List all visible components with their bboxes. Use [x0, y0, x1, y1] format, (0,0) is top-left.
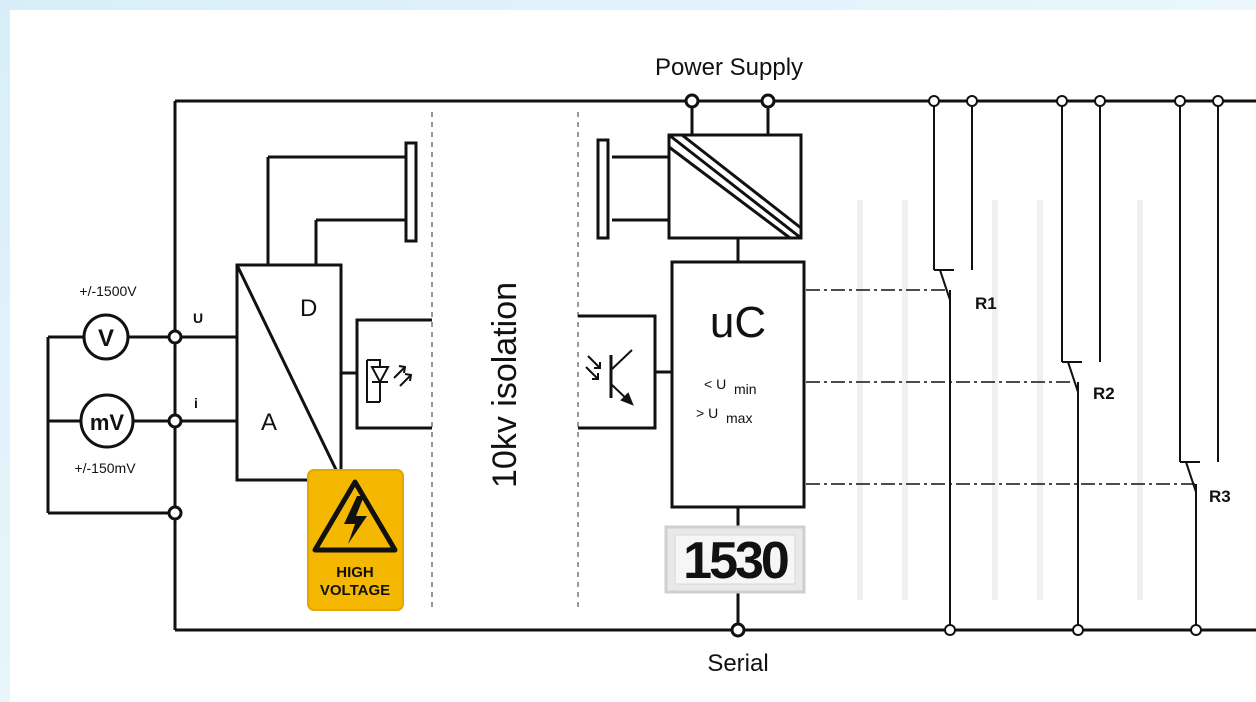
ad-converter: [235, 141, 418, 482]
adc-d-label: D: [300, 295, 317, 322]
display-value: 1530: [683, 532, 788, 590]
isolation-barrier: [431, 112, 579, 612]
phototransistor-icon: [578, 314, 672, 430]
power-supply-terminals: [684, 93, 776, 135]
umin-prefix: < U: [704, 376, 726, 392]
lightning-bolt-triangle-icon: HIGH VOLTAGE: [307, 469, 404, 611]
millivolt-range-label: +/-150mV: [74, 460, 136, 476]
adc-a-label: A: [261, 409, 277, 436]
umax-subscript: max: [726, 410, 752, 426]
background-grid: [857, 200, 1143, 600]
serial-label: Serial: [707, 650, 768, 677]
millivoltmeter-icon: mV: [79, 393, 135, 449]
microcontroller-block: [670, 260, 806, 527]
input-u-label: U: [193, 310, 203, 326]
input-terminals: [167, 329, 183, 521]
microcontroller-label: uC: [710, 298, 766, 347]
warning-line1: HIGH: [336, 564, 374, 581]
warning-line2: VOLTAGE: [320, 582, 390, 599]
input-wiring: [46, 335, 237, 515]
lcd-display: 1530: [664, 525, 806, 594]
input-i-label: i: [194, 395, 198, 411]
svg-text:mV: mV: [90, 410, 125, 435]
led-emitter-icon: [341, 318, 432, 430]
svg-text:V: V: [98, 325, 114, 352]
relay-r2: [1056, 95, 1106, 636]
frame-left-border: [0, 0, 10, 702]
voltmeter-icon: V: [82, 313, 130, 361]
umin-subscript: min: [734, 381, 757, 397]
umax-prefix: > U: [696, 405, 718, 421]
serial-terminal: [730, 592, 746, 638]
relay-r2-label: R2: [1093, 384, 1115, 403]
relay-r3-label: R3: [1209, 487, 1231, 506]
relay-control-lines: [806, 289, 1196, 485]
isolation-label: 10kv isolation: [486, 282, 524, 488]
dc-dc-converter-icon: [596, 133, 803, 262]
relay-r1: [928, 95, 978, 636]
voltage-range-label: +/-1500V: [79, 283, 137, 299]
power-supply-label: Power Supply: [655, 54, 803, 81]
relay-r3: [1174, 95, 1224, 636]
relay-r1-label: R1: [975, 294, 997, 313]
frame-top-border: [0, 0, 1256, 10]
